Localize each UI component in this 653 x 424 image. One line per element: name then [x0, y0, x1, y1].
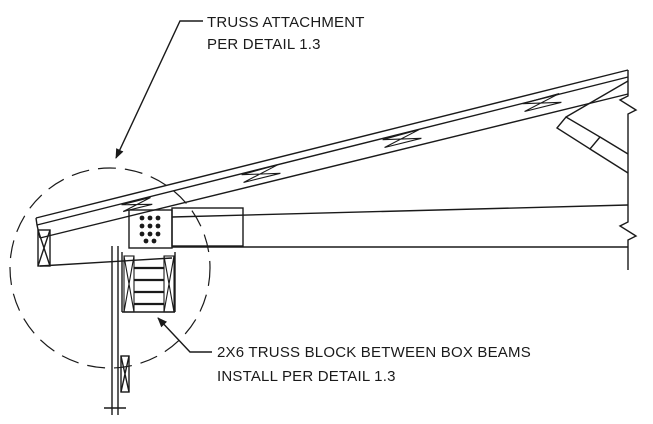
callout-top-line2: PER DETAIL 1.3	[207, 36, 321, 53]
box-beam	[171, 207, 244, 247]
truss-web-member	[555, 80, 629, 174]
callout-top-line1: TRUSS ATTACHMENT	[207, 14, 365, 31]
break-line	[618, 70, 638, 270]
nail-pattern	[139, 215, 161, 244]
bottom-chord	[39, 204, 629, 267]
callout-bottom-line1: 2X6 TRUSS BLOCK BETWEEN BOX BEAMS	[217, 344, 531, 361]
truss-block	[128, 209, 173, 249]
bottom-leader	[157, 317, 212, 353]
detail-circle	[9, 167, 211, 369]
chord-bracing-marks	[121, 93, 562, 213]
callout-bottom-line2: INSTALL PER DETAIL 1.3	[217, 368, 396, 385]
wall-block-marks	[123, 255, 175, 313]
top-leader	[115, 20, 203, 159]
rafter-tail-block	[37, 229, 51, 267]
